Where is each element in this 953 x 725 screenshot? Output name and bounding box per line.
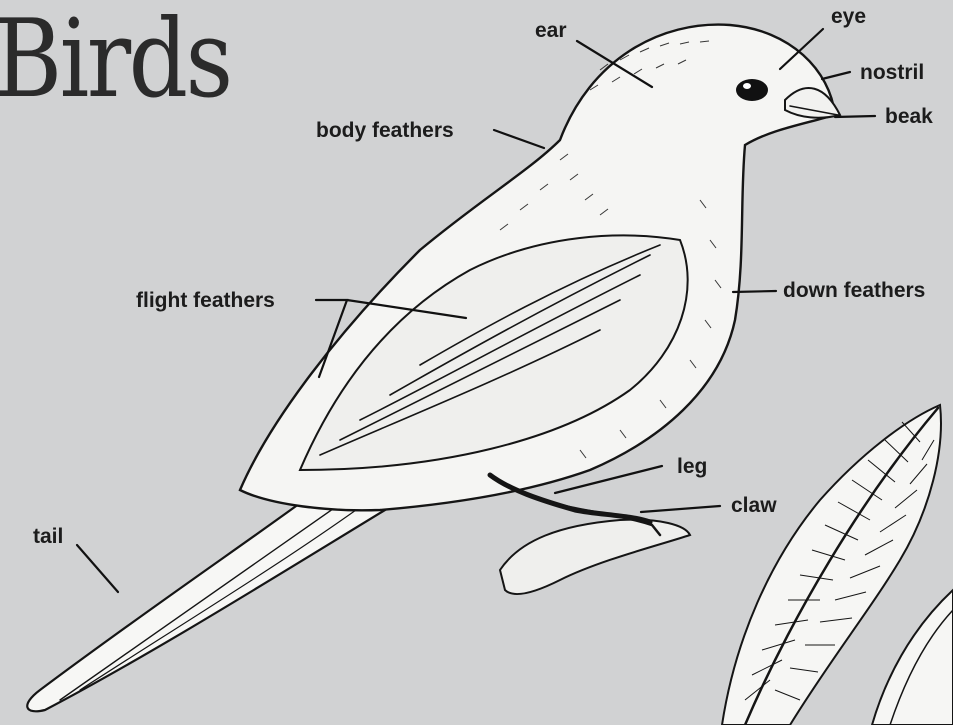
label-beak: beak [885, 106, 933, 127]
label-nostril: nostril [860, 62, 924, 83]
label-tail: tail [33, 526, 63, 547]
label-ear: ear [535, 20, 567, 41]
tail-leader-line [77, 545, 118, 592]
loose-feathers-illustration [722, 405, 953, 725]
label-eye: eye [831, 6, 866, 27]
down-feathers-leader-line [733, 291, 776, 292]
label-down-feathers: down feathers [783, 280, 925, 301]
claw-leader-line [641, 506, 720, 512]
label-claw: claw [731, 495, 777, 516]
beak-leader-line [835, 116, 875, 117]
label-body-feathers: body feathers [316, 120, 454, 141]
label-flight-feathers: flight feathers [136, 290, 275, 311]
nostril-leader-line [822, 72, 850, 79]
body-feathers-leader-line [494, 130, 544, 148]
label-leg: leg [677, 456, 707, 477]
